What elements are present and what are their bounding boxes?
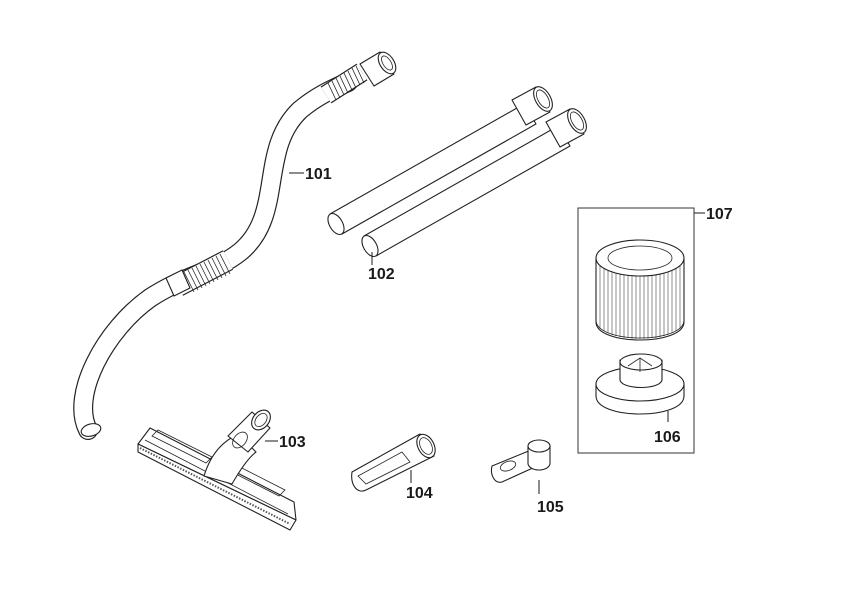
tubes-102: [327, 86, 587, 258]
label-101: 101: [305, 166, 332, 183]
filter-cartridge: [595, 239, 685, 341]
hose-corrugation-upper: [320, 63, 368, 104]
kit-frame-107: [577, 207, 695, 454]
crevice-tool-104: [351, 433, 436, 492]
label-102: 102: [368, 266, 395, 283]
label-104: 104: [406, 485, 433, 502]
filter-holder-106: [595, 353, 685, 415]
label-105: 105: [537, 499, 564, 516]
label-107: 107: [706, 206, 733, 223]
hose-101: [73, 51, 397, 440]
adapter-105: [490, 439, 551, 483]
floor-nozzle-103: [137, 409, 297, 531]
label-103: 103: [279, 434, 306, 451]
hose-corrugation-lower: [165, 250, 234, 297]
label-106: 106: [654, 429, 681, 446]
